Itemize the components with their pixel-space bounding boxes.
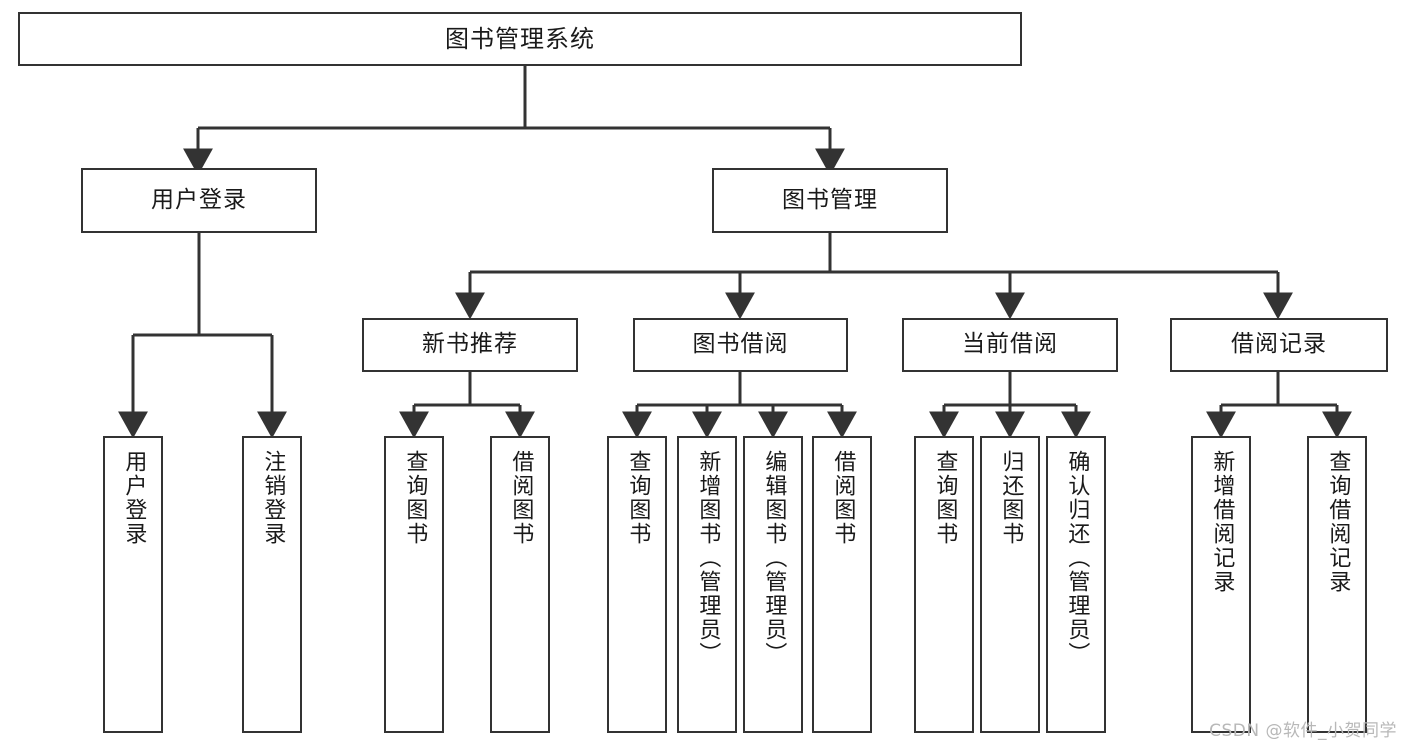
- leaf-query-record[interactable]: 查询借阅记录: [1307, 436, 1367, 733]
- node-borrow-record[interactable]: 借阅记录: [1170, 318, 1388, 372]
- node-label: 新书推荐: [422, 331, 518, 358]
- node-label: 查询图书: [932, 450, 958, 546]
- leaf-borrow-book-1[interactable]: 借阅图书: [490, 436, 550, 733]
- node-current-borrow[interactable]: 当前借阅: [902, 318, 1118, 372]
- node-user-login[interactable]: 用户登录: [81, 168, 317, 233]
- leaf-user-login[interactable]: 用户登录: [103, 436, 163, 733]
- leaf-add-book[interactable]: 新增图书（管理员）: [677, 436, 737, 733]
- leaf-query-book-3[interactable]: 查询图书: [914, 436, 974, 733]
- node-book-manage[interactable]: 图书管理: [712, 168, 948, 233]
- node-label: 用户登录: [121, 450, 147, 546]
- node-label: 新增图书（管理员）: [695, 450, 721, 666]
- node-label: 借阅图书: [830, 450, 856, 546]
- node-label: 确认归还（管理员）: [1064, 450, 1090, 666]
- node-label: 注销登录: [260, 450, 286, 546]
- node-label: 图书管理系统: [445, 24, 595, 53]
- leaf-borrow-book-2[interactable]: 借阅图书: [812, 436, 872, 733]
- leaf-query-book-2[interactable]: 查询图书: [607, 436, 667, 733]
- leaf-add-record[interactable]: 新增借阅记录: [1191, 436, 1251, 733]
- leaf-edit-book[interactable]: 编辑图书（管理员）: [743, 436, 803, 733]
- node-book-borrow[interactable]: 图书借阅: [633, 318, 848, 372]
- leaf-confirm-return[interactable]: 确认归还（管理员）: [1046, 436, 1106, 733]
- node-label: 当前借阅: [962, 331, 1058, 358]
- node-label: 图书借阅: [692, 331, 789, 358]
- node-label: 借阅记录: [1231, 331, 1327, 358]
- node-label: 归还图书: [998, 450, 1024, 546]
- leaf-return-book[interactable]: 归还图书: [980, 436, 1040, 733]
- node-root-system[interactable]: 图书管理系统: [18, 12, 1022, 66]
- node-label: 图书管理: [782, 186, 878, 213]
- node-label: 查询图书: [625, 450, 651, 546]
- leaf-query-book-1[interactable]: 查询图书: [384, 436, 444, 733]
- leaf-user-logout[interactable]: 注销登录: [242, 436, 302, 733]
- node-label: 借阅图书: [508, 450, 534, 546]
- node-label: 编辑图书（管理员）: [761, 450, 787, 666]
- node-label: 查询借阅记录: [1325, 450, 1351, 594]
- node-label: 用户登录: [151, 186, 247, 213]
- csdn-watermark: CSDN @软件_小贺同学: [1209, 721, 1397, 741]
- node-label: 新增借阅记录: [1209, 450, 1235, 594]
- node-label: 查询图书: [402, 450, 428, 546]
- node-new-book-recommend[interactable]: 新书推荐: [362, 318, 578, 372]
